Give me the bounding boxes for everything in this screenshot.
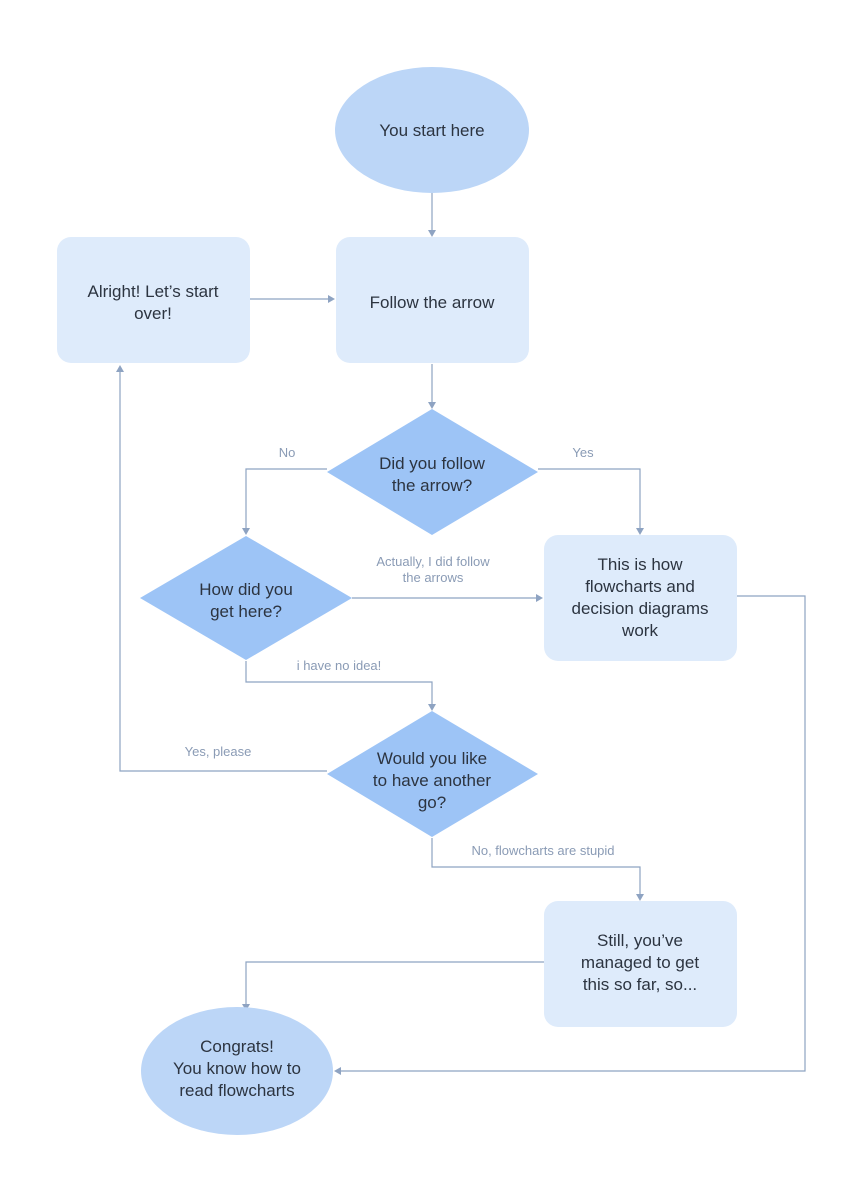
still-text: Still, you’ve managed to get this so far, …	[581, 931, 699, 994]
edge-still-to-end	[245, 961, 544, 1006]
arrowhead	[636, 894, 644, 901]
edges	[116, 192, 806, 1075]
arrowhead	[536, 594, 543, 602]
start-text: You start here	[379, 121, 484, 140]
end-text: Congrats! You know how to read flowcharts	[173, 1037, 301, 1100]
label-line: No, flowcharts are stupid	[471, 843, 614, 858]
text-line: Would you like	[377, 749, 487, 768]
arrowhead	[636, 528, 644, 535]
label-line: No	[279, 445, 296, 460]
follow-box	[336, 237, 529, 363]
arrowhead	[428, 402, 436, 409]
text-line: Congrats!	[200, 1037, 274, 1056]
edge-yes	[538, 468, 641, 530]
nodes	[57, 67, 737, 1135]
arrowhead	[428, 704, 436, 711]
decision-how-text: How did you get here?	[199, 580, 293, 621]
label-line: Actually, I did follow	[376, 554, 490, 569]
label-line: the arrows	[403, 570, 464, 585]
text-line: flowcharts and	[585, 577, 695, 596]
edge-no	[245, 468, 327, 530]
text-line: Did you follow	[379, 454, 486, 473]
text-line: You start here	[379, 121, 484, 140]
edge-label-yes: Yes	[572, 445, 594, 460]
text-line: You know how to	[173, 1059, 301, 1078]
decision-how-diamond	[140, 536, 352, 660]
start-oval	[335, 67, 529, 193]
decision-follow-text: Did you follow the arrow?	[379, 454, 486, 495]
text-line: This is how	[597, 555, 683, 574]
follow-text: Follow the arrow	[370, 293, 495, 312]
arrowhead	[242, 528, 250, 535]
arrowhead	[334, 1067, 341, 1075]
text-line: Alright! Let’s start	[87, 282, 218, 301]
edge-label-no-stupid: No, flowcharts are stupid	[471, 843, 614, 858]
arrowhead	[116, 365, 124, 372]
text-line: read flowcharts	[179, 1081, 294, 1100]
text-line: decision diagrams	[571, 599, 708, 618]
restart-box	[57, 237, 250, 363]
edge-explain-to-end	[339, 595, 806, 1072]
arrowhead	[428, 230, 436, 237]
edge-label-no-idea: i have no idea!	[297, 658, 382, 673]
label-line: Yes, please	[185, 744, 252, 759]
edge-no-idea	[245, 661, 433, 706]
text-line: this so far, so...	[583, 975, 697, 994]
text-line: to have another	[373, 771, 491, 790]
edge-no-stupid	[431, 838, 641, 896]
decision-again-text: Would you like to have another go?	[373, 749, 491, 812]
text-line: Follow the arrow	[370, 293, 495, 312]
edge-label-no: No	[279, 445, 296, 460]
label-line: i have no idea!	[297, 658, 382, 673]
text-line: the arrow?	[392, 476, 472, 495]
text-line: over!	[134, 304, 172, 323]
text-line: managed to get	[581, 953, 699, 972]
restart-text: Alright! Let’s start over!	[87, 282, 218, 323]
decision-follow-diamond	[327, 409, 538, 535]
still-box	[544, 901, 737, 1027]
explain-box	[544, 535, 737, 661]
edge-yes-please	[119, 370, 327, 772]
text-line: How did you	[199, 580, 293, 599]
text-line: go?	[418, 793, 446, 812]
decision-again-diamond	[327, 711, 538, 837]
end-oval	[141, 1007, 333, 1135]
edge-label-yes-please: Yes, please	[185, 744, 252, 759]
arrowhead	[328, 295, 335, 303]
explain-text: This is how flowcharts and decision diagra…	[571, 555, 708, 640]
text-line: get here?	[210, 602, 282, 621]
label-line: Yes	[572, 445, 594, 460]
text-line: work	[621, 621, 658, 640]
text-line: Still, you’ve	[597, 931, 683, 950]
